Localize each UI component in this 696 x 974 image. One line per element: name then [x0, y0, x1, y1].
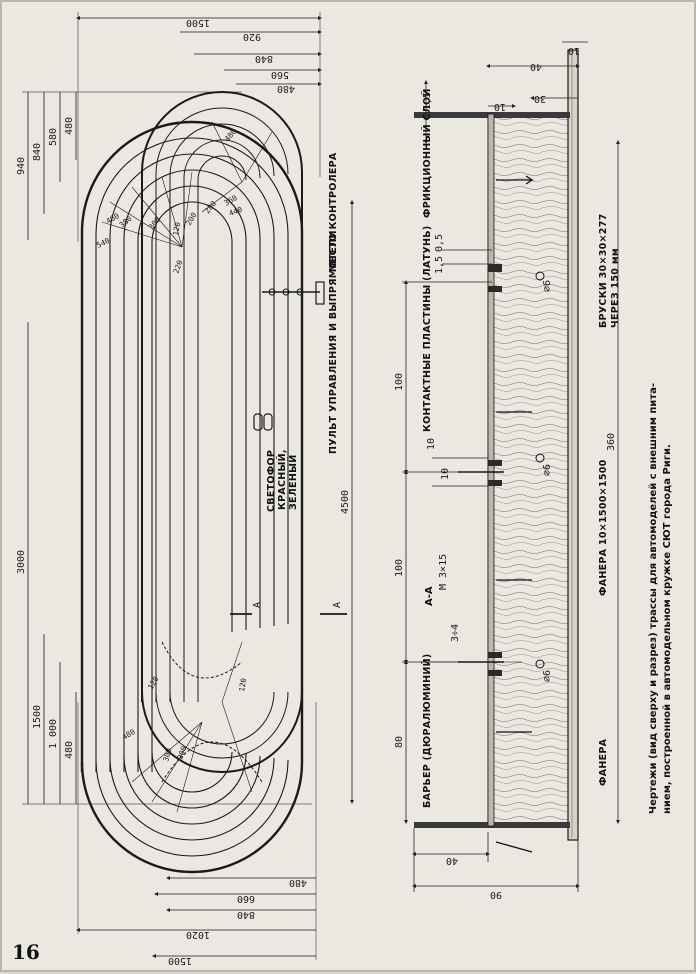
sec-dim-10-top: 10: [568, 45, 580, 56]
section-title: А-А: [424, 586, 435, 606]
radius-b-120: 120: [146, 674, 161, 691]
radius-380: 380: [118, 214, 135, 230]
controller-place-label: МЕСТО КОНТРОЛЕРА: [328, 152, 339, 272]
sec-dim-360: 360: [606, 433, 617, 451]
dim-bottom-660: 660: [237, 893, 255, 904]
bars-label: БРУСКИ 30×30×277: [598, 213, 609, 328]
radius-120: 120: [171, 221, 182, 236]
dim-bottom-1020: 1020: [186, 929, 210, 940]
radius-b-480: 480: [121, 727, 138, 742]
dim-left-1500: 1500: [32, 705, 43, 729]
traffic-light-line1: СВЕТОФОР: [266, 450, 277, 512]
dim-left-3000: 3000: [16, 550, 27, 574]
dim-left-480b: 480: [64, 741, 75, 759]
sec-dim-10: 10: [494, 101, 506, 112]
caption-line1: Чертежи (вид сверху и разрез) трассы для…: [648, 383, 659, 814]
sec-dim-10a: 10: [426, 438, 437, 450]
dim-top-480: 480: [277, 83, 295, 94]
dim-top-560: 560: [271, 69, 289, 80]
sec-dim-100b: 100: [394, 559, 405, 577]
radius-540: 540: [95, 236, 112, 250]
dim-left-1000: 1 000: [48, 719, 59, 749]
plywood-main-label: ФАНЕРА 10×1500×1500: [598, 459, 609, 596]
figure-caption: Чертежи (вид сверху и разрез) трассы для…: [648, 383, 673, 814]
radius-b-300: 300: [161, 747, 173, 763]
section-labels: 10 40 30 10 1,5 0,5 1,5 10 10 100 100 80…: [394, 45, 621, 900]
sec-dim-10b: 10: [440, 468, 451, 480]
section-mark-left: A: [252, 602, 263, 608]
sec-dim-1-5-top: 1,5: [422, 92, 433, 110]
plywood-label: ФАНЕРА: [598, 738, 609, 786]
bars-step-label: ЧЕРЕЗ 150 мм: [610, 248, 621, 328]
barrier-label: БАРЬЕР (ДЮРАЛЮМИНИЙ): [421, 654, 433, 808]
dim-left-940: 940: [16, 157, 27, 175]
traffic-light-line2: КРАСНЫЙ,: [276, 449, 288, 510]
dim-left-580: 580: [48, 128, 59, 146]
screw-label: М 3×15: [438, 554, 449, 590]
page-number: 16: [12, 940, 40, 964]
dim-bottom-840: 840: [237, 909, 255, 920]
dim-bottom-1500: 1500: [168, 955, 192, 966]
radius-440: 440: [228, 205, 244, 218]
dim-top-1500: 1500: [186, 17, 210, 28]
section-mark-right: A: [332, 602, 343, 608]
radius-480: 480: [223, 127, 239, 144]
dim-left-480: 480: [64, 117, 75, 135]
radius-b-120b: 120: [237, 677, 248, 692]
sec-dim-1-5: 1,5: [434, 256, 445, 274]
sec-dim-100a: 100: [394, 373, 405, 391]
radius-200: 200: [184, 210, 199, 227]
sec-dim-0-5: 0,5: [434, 234, 445, 252]
gap-label: 3÷4: [450, 624, 461, 642]
track-plan: [22, 12, 354, 960]
radius-220: 220: [171, 258, 184, 274]
sec-dim-80: 80: [394, 736, 405, 748]
dim-left-840: 840: [32, 143, 43, 161]
dim-top-840: 840: [255, 53, 273, 64]
hole-label-2: ⌀6: [542, 464, 553, 476]
hole-label-3: ⌀6: [542, 670, 553, 682]
traffic-light-line3: ЗЕЛЕНЫЙ: [287, 455, 299, 510]
dim-bottom-480: 480: [289, 877, 307, 888]
sec-dim-90: 90: [490, 889, 502, 900]
hole-label-1: ⌀6: [542, 280, 553, 292]
section-a-a: [402, 41, 620, 892]
caption-line2: нием, построенной в автомодельном кружке…: [662, 444, 673, 814]
sec-dim-40: 40: [530, 61, 542, 72]
dim-length-4500: 4500: [340, 490, 351, 514]
sec-dim-40-bottom: 40: [446, 855, 458, 866]
control-panel-label: ПУЛЬТ УПРАВЛЕНИЯ И ВЫПРЯМИТЕЛИ: [328, 230, 339, 454]
friction-layer-label: ФРИКЦИОННЫЙ СЛОЙ: [421, 88, 433, 218]
sec-dim-30: 30: [534, 93, 546, 104]
contacts-label: КОНТАКТНЫЕ ПЛАСТИНЫ (ЛАТУНЬ): [422, 226, 433, 432]
dim-top-920: 920: [243, 31, 261, 42]
